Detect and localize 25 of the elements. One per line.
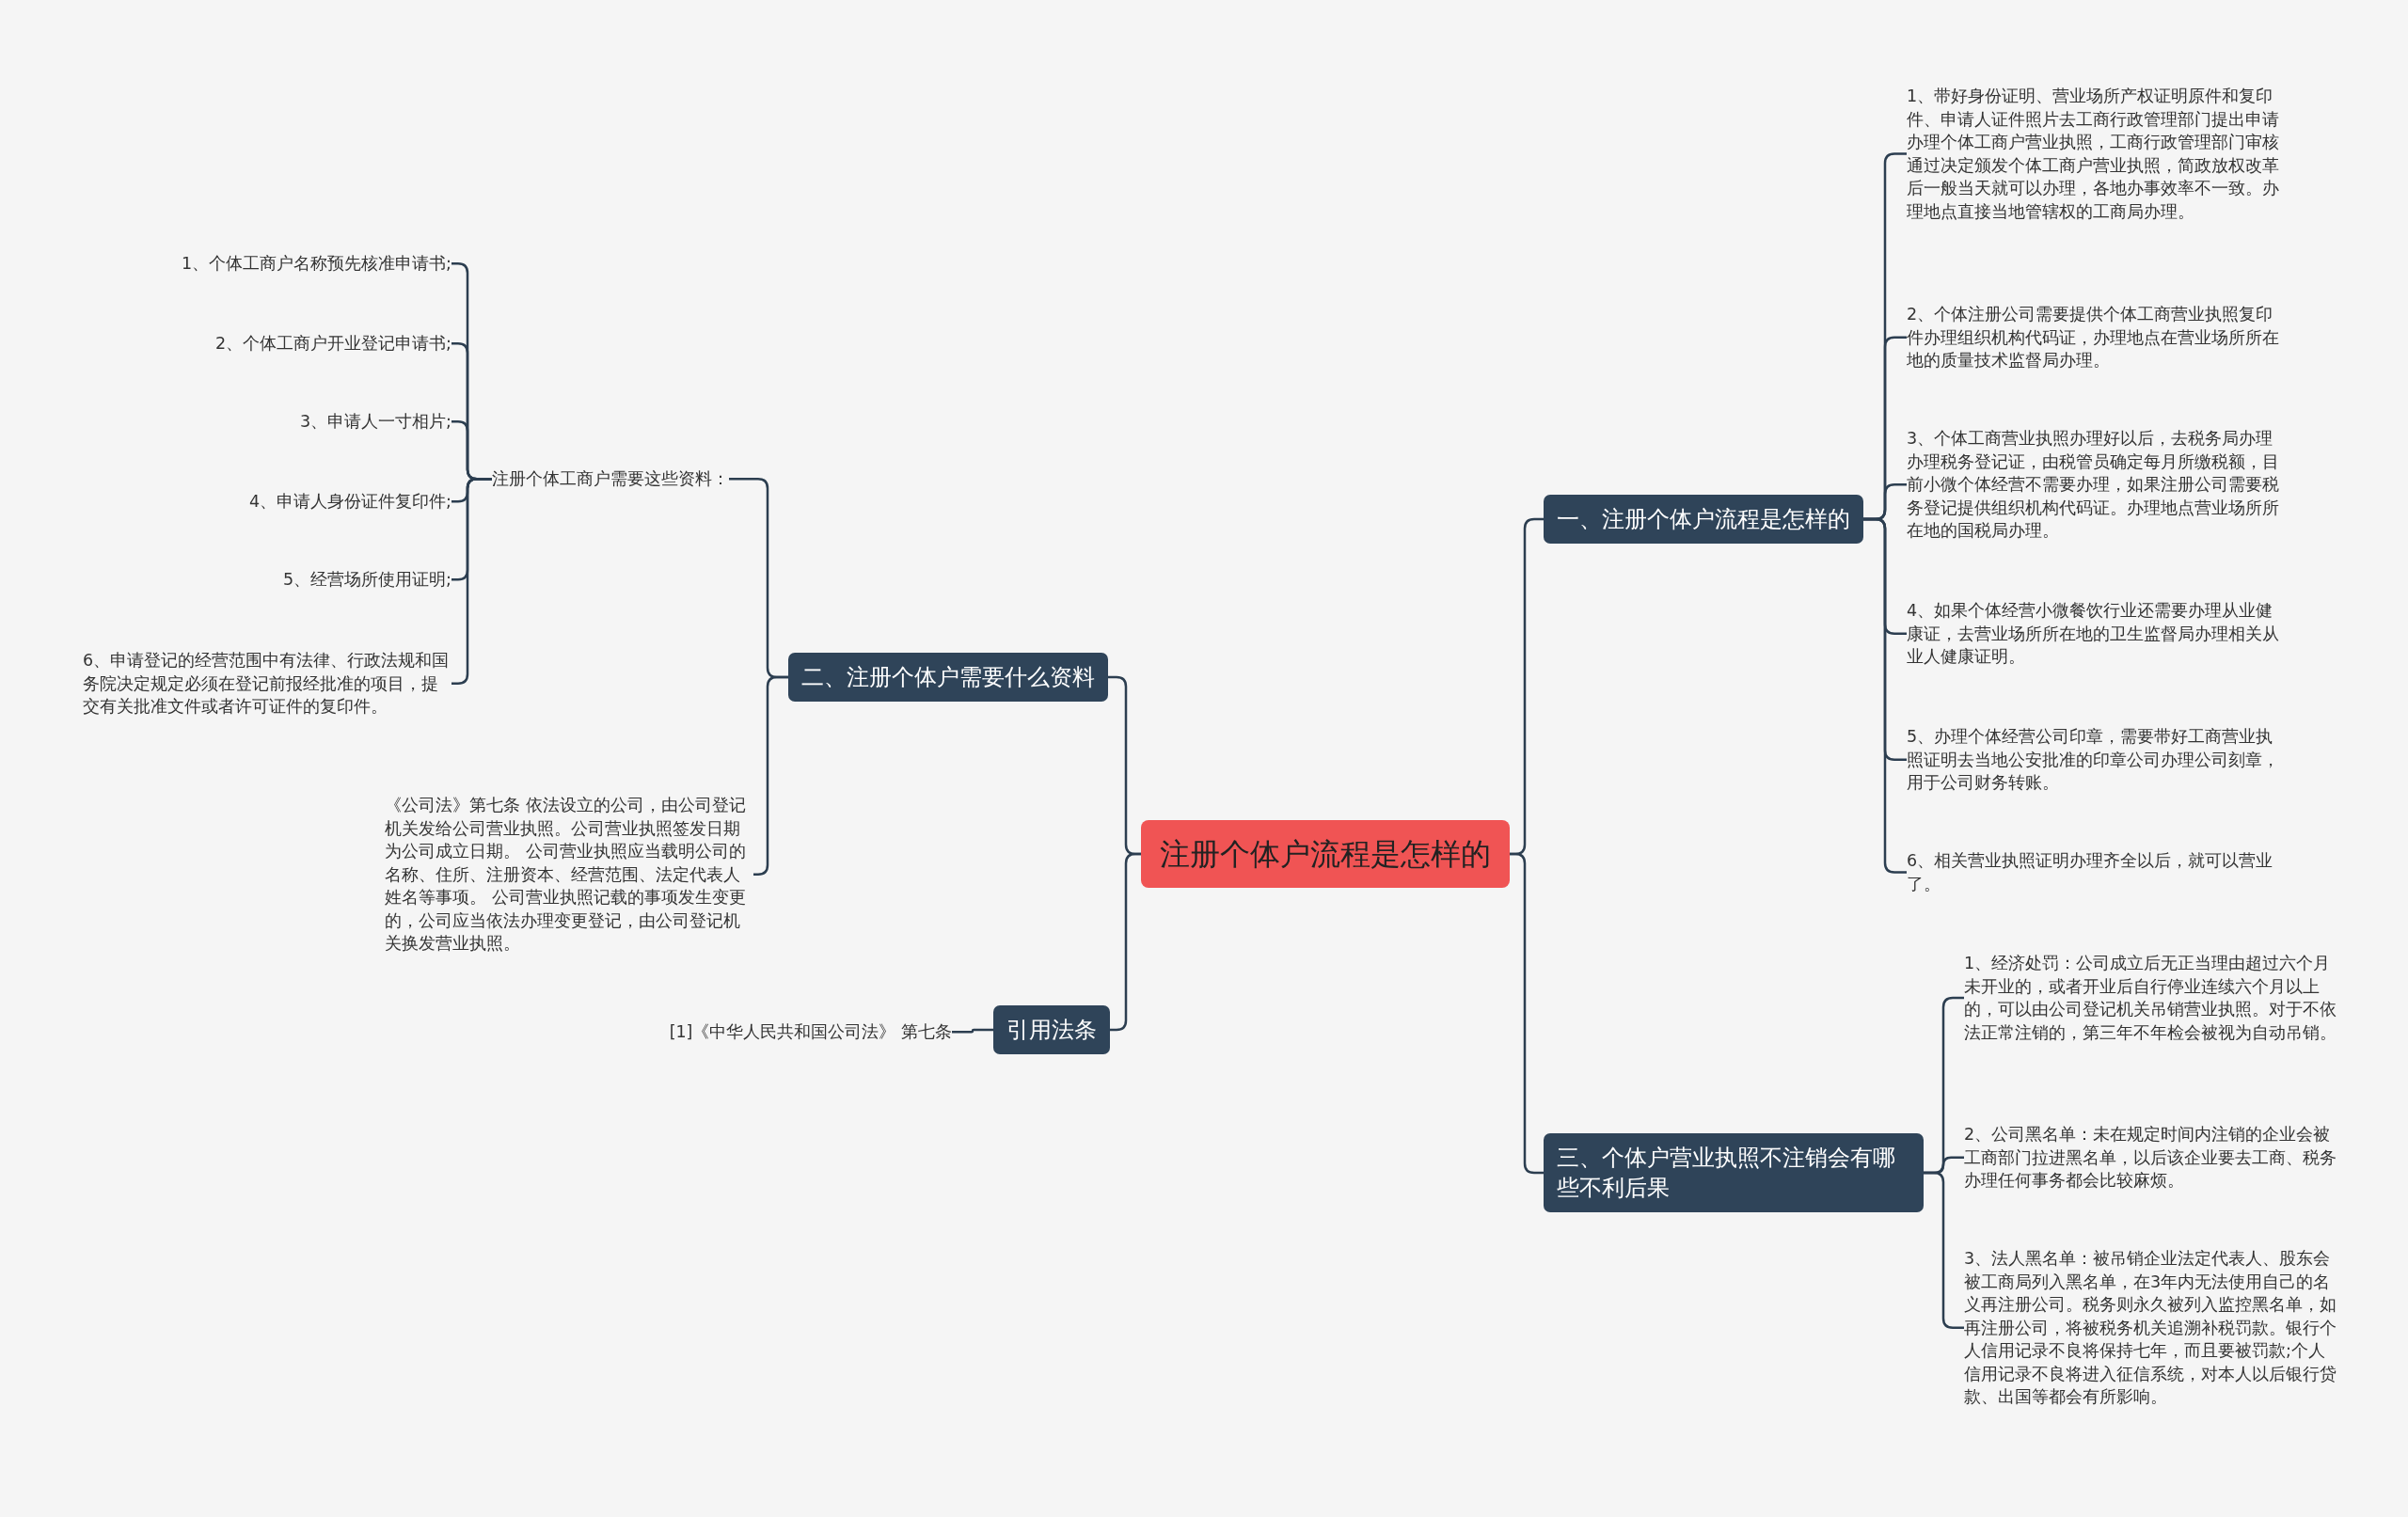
central-topic-box: 注册个体户流程是怎样的 xyxy=(1141,820,1510,888)
topic-text: 2、公司黑名单：未在规定时间内注销的企业会被工商部门拉进黑名单，以后该企业要去工商、税务办理任何事务都会比较麻烦。 xyxy=(1964,1123,2340,1193)
topic-text: [1]《中华人民共和国公司法》 第七条 xyxy=(621,1020,952,1044)
topic-text: 3、申请人一寸相片; xyxy=(94,410,452,434)
topic-text: 1、个体工商户名称预先核准申请书; xyxy=(94,252,452,276)
topic-text: 5、经营场所使用证明; xyxy=(94,568,452,592)
topic-text: 2、个体注册公司需要提供个体工商营业执照复印件办理组织机构代码证，办理地点在营业场所所在地的质量技术监督局办理。 xyxy=(1907,303,2283,372)
topic-box: 二、注册个体户需要什么资料 xyxy=(788,653,1108,702)
topic-text: 6、申请登记的经营范围中有法律、行政法规和国务院决定规定必须在登记前报经批准的项目，提交有关批准文件或者许可证件的复印件。 xyxy=(83,649,452,719)
topic-text: 2、个体工商户开业登记申请书; xyxy=(94,332,452,356)
topic-box: 引用法条 xyxy=(993,1005,1110,1054)
topic-box: 三、个体户营业执照不注销会有哪些不利后果 xyxy=(1544,1133,1924,1212)
connector-line xyxy=(952,1028,993,1034)
topic-text: 5、办理个体经营公司印章，需要带好工商营业执照证明去当地公安批准的印章公司办理公司刻章，用于公司财务转账。 xyxy=(1907,725,2283,795)
topic-text: 4、如果个体经营小微餐饮行业还需要办理从业健康证，去营业场所所在地的卫生监督局办理相关从业人健康证明。 xyxy=(1907,599,2283,669)
topic-text: 3、法人黑名单：被吊销企业法定代表人、股东会被工商局列入黑名单，在3年内无法使用自己的名义再注册公司。税务则永久被列入监控黑名单，如再注册公司，将被税务机关追溯补税罚款。银行个人信用记录不良将保持七年，而且要被罚款;个人信用记录不良将进入征信系统，对本人以后银行贷款、出国等都会有所影响。 xyxy=(1964,1247,2340,1409)
topic-text: 注册个体工商户需要这些资料： xyxy=(492,467,729,491)
topic-text: 《公司法》第七条 依法设立的公司，由公司登记机关发给公司营业执照。公司营业执照签发日期为公司成立日期。 公司营业执照应当载明公司的名称、住所、注册资本、经营范围、法定代表人姓名等事项。 公司营业执照记载的事项发生变更的，公司应当依法办理变更登记，由公司登记机关换发营业执照。 xyxy=(385,794,753,956)
topic-text: 6、相关营业执照证明办理齐全以后，就可以营业了。 xyxy=(1907,849,2283,895)
topic-text: 1、带好身份证明、营业场所产权证明原件和复印件、申请人证件照片去工商行政管理部门提出申请办理个体工商户营业执照，工商行政管理部门审核通过决定颁发个体工商户营业执照，简政放权改革后一般当天就可以办理，各地办事效率不一致。办理地点直接当地管辖权的工商局办理。 xyxy=(1907,85,2283,223)
connector-line xyxy=(1510,852,1544,1175)
topic-text: 3、个体工商营业执照办理好以后，去税务局办理办理税务登记证，由税管员确定每月所缴税额，目前小微个体经营不需要办理，如果注册公司需要税务登记提供组织机构代码证。办理地点营业场所所在地的国税局办理。 xyxy=(1907,427,2283,543)
topic-text: 1、经济处罚：公司成立后无正当理由超过六个月未开业的，或者开业后自行停业连续六个月以上的，可以由公司登记机关吊销营业执照。对于不依法正常注销的，第三年不年检会被视为自动吊销。 xyxy=(1964,952,2340,1044)
topic-text: 4、申请人身份证件复印件; xyxy=(94,490,452,514)
topic-box: 一、注册个体户流程是怎样的 xyxy=(1544,495,1863,544)
